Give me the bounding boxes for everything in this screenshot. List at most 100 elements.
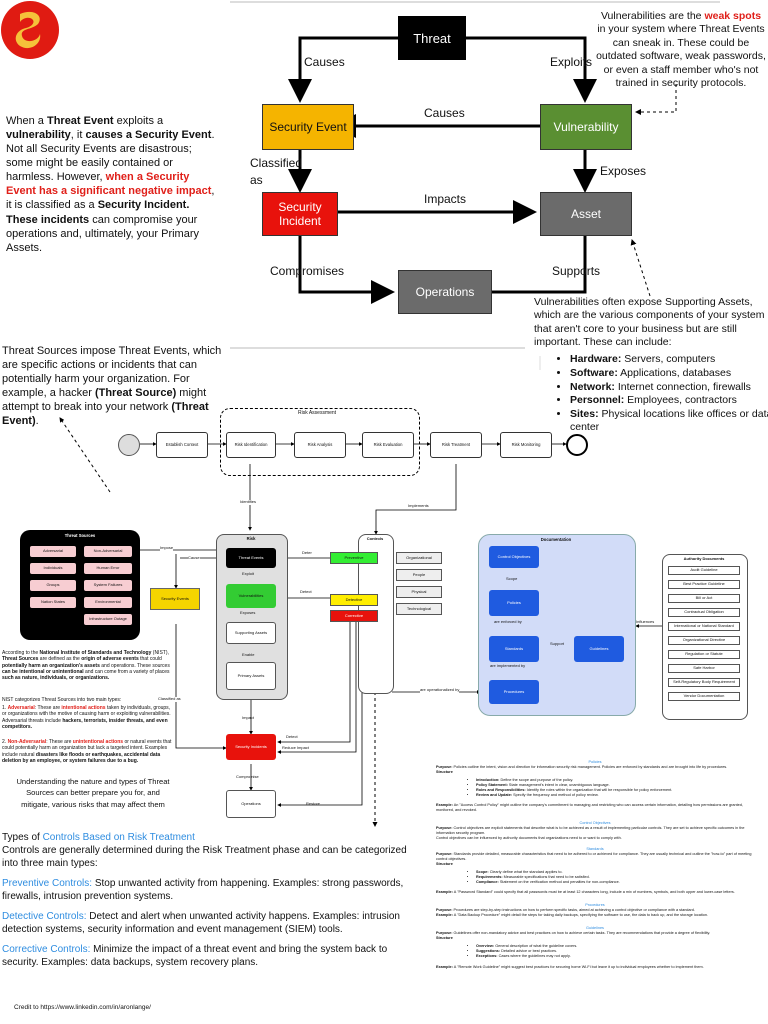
edge-label-compromises: Compromises [270, 264, 345, 278]
enforced-by-label: are enforced by [494, 619, 522, 625]
risk-supporting-assets: Supporting Assets [226, 622, 276, 644]
reduce-impact-label: Reduce Impact [282, 745, 309, 750]
list-item: Self-Regulatory Body Requirement [668, 678, 740, 687]
edge-label-supports: Supports [552, 264, 601, 278]
procedures-purpose: Purpose: Procedures are step-by-step ins… [436, 908, 695, 913]
list-item: Compliance: Statement on the verificatio… [476, 880, 754, 885]
process-step-risk-analysis: Risk Analysis [294, 432, 346, 458]
standards-purpose: Purpose: Standards provide detailed, mea… [436, 851, 752, 861]
process-step-risk-evaluation: Risk Evaluation [362, 432, 414, 458]
operations-node: Operations [398, 270, 492, 314]
risk-assessment-group [220, 408, 420, 476]
doc-policies: Policies [489, 590, 539, 616]
operationalized-label: are operationalized by [420, 687, 460, 693]
source-environmental: Environmental [84, 597, 132, 608]
list-item: Best Practice Guideline [668, 580, 740, 589]
authority-list: Audit Guideline Best Practice Guideline … [668, 566, 740, 706]
implemented-by-label: are implemented by [490, 663, 526, 669]
list-item: Bill or Act [668, 594, 740, 603]
list-item: Contractual Obligation [668, 608, 740, 617]
risk-title: Risk [246, 536, 256, 541]
source-groups: Groups [30, 580, 76, 591]
security-incident-node: Security Incident [262, 192, 338, 236]
list-item: Exceptions: Cases where the guidelines m… [476, 954, 754, 959]
threat-sources-title: Threat Sources [64, 533, 96, 538]
end-event [566, 434, 588, 456]
list-item: Regulation or Statute [668, 650, 740, 659]
list-item: Software: Applications, databases [570, 367, 768, 380]
enable-label: Enable [242, 652, 255, 657]
operations-box: Operations [226, 790, 276, 818]
understanding-note: Understanding the nature and types of Th… [16, 777, 170, 809]
control-objectives-note: Control objectives can be influenced by … [436, 836, 622, 841]
risk-assessment-label: Risk Assessment [298, 410, 337, 416]
edge-label-classified-as: Classified as [250, 156, 303, 188]
compromise-label: Compromise [236, 774, 259, 779]
authority-documents-title: Authority Documents [683, 556, 725, 561]
list-item: Vendor Documentation [668, 692, 740, 701]
nist-adversarial: 1. Adversarial: These are intentional ac… [2, 705, 171, 730]
vulnerability-note: Vulnerabilities are the weak spots in yo… [596, 10, 766, 90]
edge-label-impacts: Impacts [424, 192, 467, 206]
source-non-adversarial: Non-Adversarial [84, 546, 132, 557]
control-type-organizational: Organizational [396, 552, 442, 564]
supporting-assets-note: Vulnerabilities often expose Supporting … [534, 296, 765, 349]
guidelines-structure: Structure [436, 935, 453, 940]
process-step-risk-treatment: Risk Treatment [430, 432, 482, 458]
control-type-physical: Physical [396, 586, 442, 598]
security-incidents-box: Security Incidents [226, 734, 276, 760]
controls-title: Controls [366, 536, 384, 541]
dragon-logo [0, 0, 60, 60]
detect-label-2: Detect [286, 734, 298, 739]
vulnerability-node: Vulnerability [540, 104, 632, 150]
impose-label: Impose [160, 545, 174, 551]
threat-node: Threat [398, 16, 466, 60]
list-item: Network: Internet connection, firewalls [570, 381, 768, 394]
control-objectives-purpose: Purpose: Control objectives are explicit… [436, 826, 745, 836]
list-item: Hardware: Servers, computers [570, 353, 768, 366]
top-diagram-arrows [230, 1, 720, 304]
policies-structure: Structure [436, 769, 453, 774]
influences-label: Influences [636, 619, 655, 624]
control-detective: Detective [330, 594, 378, 606]
edge-label-causes: Causes [304, 55, 345, 69]
control-type-people: People [396, 569, 442, 581]
controls-intro: Controls are generally determined during… [2, 845, 407, 869]
list-item: Safe Harbor [668, 664, 740, 673]
list-item: Roles and Responsibilities: Identify the… [476, 788, 754, 793]
guidelines-heading: Guidelines [586, 926, 604, 931]
cause-label: Cause [188, 555, 200, 561]
policies-purpose: Purpose: Policies outline the intent, vi… [436, 764, 728, 769]
deter-label: Deter [302, 550, 312, 555]
risk-threat-events: Threat Events [226, 548, 276, 568]
nist-definition: According to the National Institute of S… [2, 650, 170, 681]
policies-example: Example: An "Access Control Policy" migh… [436, 803, 743, 813]
doc-guidelines: Guidelines [574, 636, 624, 662]
list-item: Suggestions: Detailed advice or best pra… [476, 949, 754, 954]
standards-structure: Structure [436, 861, 453, 866]
impact-label: Impact [242, 715, 255, 720]
policies-heading: Policies [588, 760, 602, 764]
source-adversarial: Adversarial [30, 546, 76, 557]
list-item: Sites: Physical locations like offices o… [570, 408, 768, 434]
doc-procedures: Procedures [489, 680, 539, 704]
identifies-label: Identifies [240, 499, 257, 505]
exposes-label: Exposes [240, 610, 256, 615]
risk-vulnerabilities: Vulnerabilities [226, 584, 276, 608]
scope-label: Scope [506, 576, 518, 582]
list-item: Review and Update: Specify the frequency… [476, 793, 754, 798]
source-human-error: Human Error [84, 563, 132, 574]
list-item: Introduction: Define the scope and purpo… [476, 778, 754, 783]
control-corrective: Corrective [330, 610, 378, 622]
preventive-controls-text: Preventive Controls: Stop unwanted activ… [2, 878, 404, 902]
support-label: Support [550, 641, 565, 647]
controls-heading: Types of Controls Based on Risk Treatmen… [2, 832, 195, 843]
edge-label-exploits: Exploits [550, 55, 593, 69]
nist-non-adversarial: 2. Non-Adversarial: These are unintentio… [2, 739, 172, 764]
documentation-details: Policies Purpose: Policies outline the i… [436, 760, 754, 970]
process-step-risk-monitoring: Risk Monitoring [500, 432, 552, 458]
detective-controls-text: Detective Controls: Detect and alert whe… [2, 911, 400, 935]
doc-control-objectives: Control Objectives [489, 546, 539, 568]
supporting-assets-list: Hardware: Servers, computers Software: A… [556, 352, 768, 435]
edge-label-exposes: Exposes [600, 164, 647, 178]
